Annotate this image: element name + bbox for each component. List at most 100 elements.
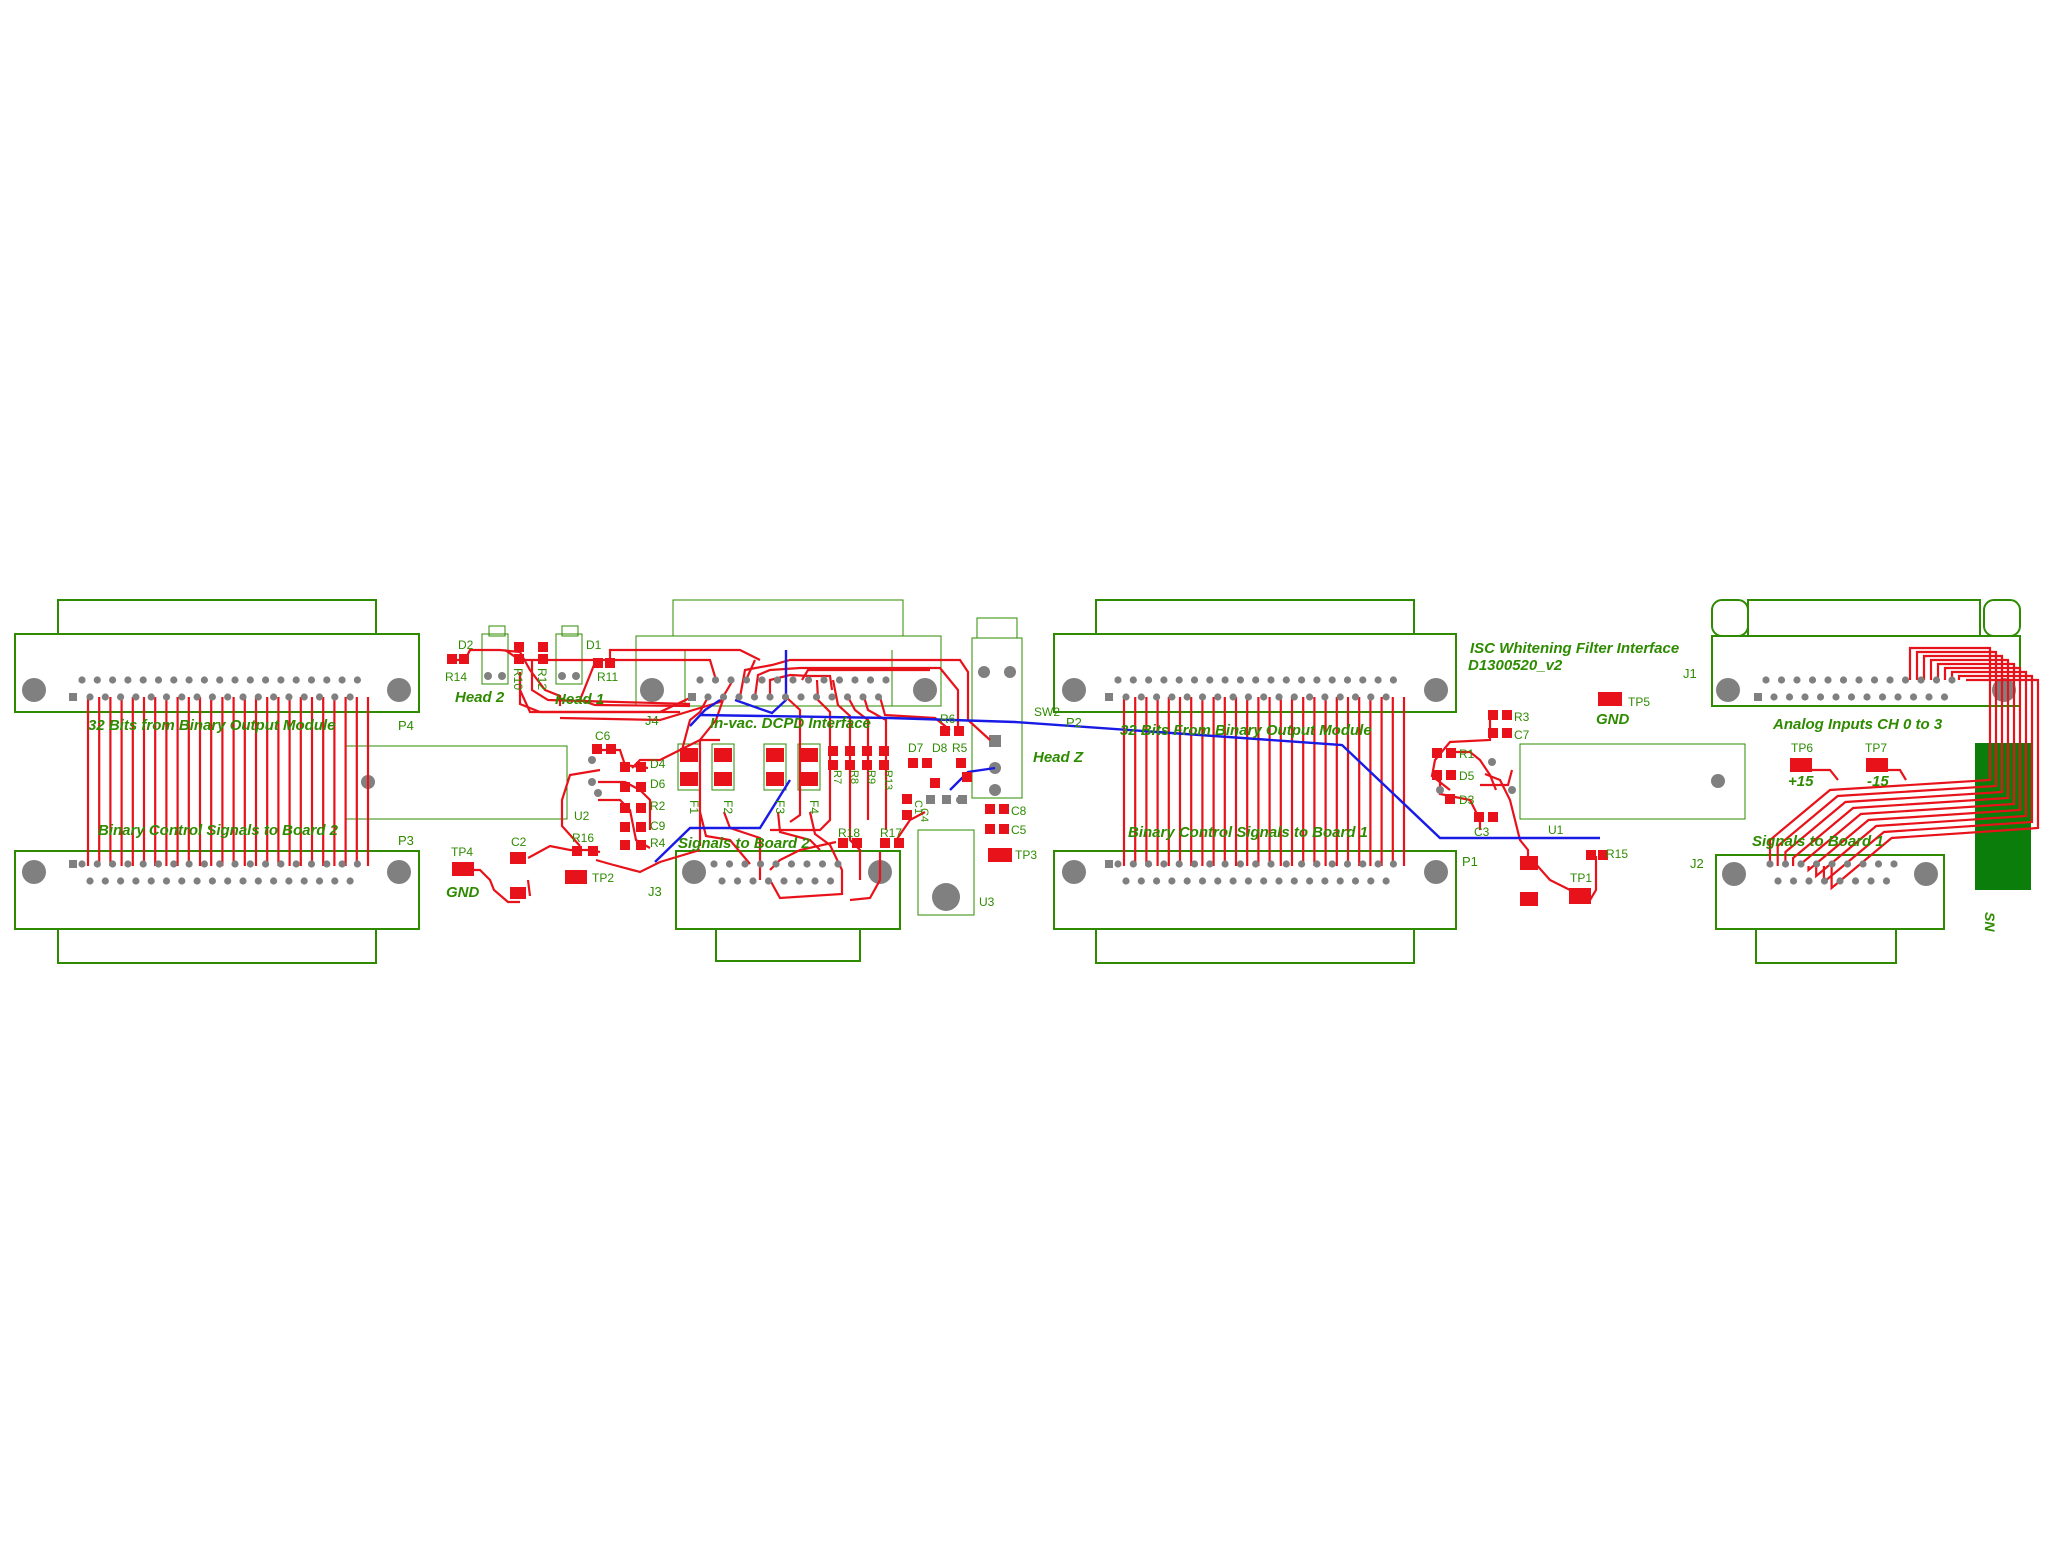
j3-pin [710,860,718,868]
p1-pin [1168,877,1176,885]
p2-pin [1282,676,1290,684]
fuse-pad [680,748,698,762]
tp6-pad [1790,758,1812,772]
p4-caption: 32 Bits from Binary Output Module [88,717,336,734]
via [594,789,602,797]
j2-pin [1812,860,1821,868]
p2-pin [1137,693,1145,701]
sn-label: SN [1982,912,1998,932]
r5-label: R5 [952,741,968,755]
j3-pin [741,860,749,868]
p1-pin [1306,877,1314,885]
r1-label: R1 [1459,747,1475,761]
j4-pin [835,676,844,684]
p1-pin [1244,877,1252,885]
p4-pin [93,676,101,684]
p4-pin [224,693,232,701]
p3-pin [285,877,293,885]
p3-pin [239,877,247,885]
fuse-block [677,743,821,791]
signal-trace [738,658,991,741]
p2-caption: 32 Bits From Binary Output Module [1120,722,1372,739]
p4-pin [117,693,125,701]
p1-pin [1190,860,1199,868]
j4-pin [711,676,720,684]
signal-trace [831,679,862,880]
head-trace [608,648,761,661]
p1-pin [1359,860,1367,868]
j2-pin [1882,877,1891,885]
p4-pin [254,693,262,701]
r4-label: R4 [650,836,666,850]
board-title: ISC Whitening Filter Interface [1470,640,1679,657]
p2-pin [1183,693,1191,701]
j4-pin [859,693,867,701]
j4-pin [843,693,852,701]
c3-pad [1488,812,1498,822]
connector-j3 [675,850,901,962]
r4-pad [636,840,646,850]
r6-pad [954,726,964,736]
r12-pad [538,642,548,652]
c9-pad [620,822,630,832]
p1-pin [1313,860,1321,868]
r10-pad [514,642,524,652]
j4-pin [812,693,821,701]
head-trace [578,659,691,708]
head-z-label: Head Z [1033,749,1084,766]
via [1488,758,1496,766]
d6-pad [620,782,630,792]
j2-pin [1774,877,1782,885]
signal-trace [753,666,960,730]
p4-pin [200,676,208,684]
r4-pad [620,840,630,850]
p3-pin [93,860,101,868]
j1-pin [1863,693,1871,701]
p4-pin [178,693,186,701]
signal-trace [768,673,834,697]
j2-pin [1843,860,1852,868]
j4-pin [742,676,751,684]
r11-pad [593,658,603,668]
j1-pin [1932,676,1941,684]
p1-caption: Binary Control Signals to Board 1 [1128,824,1368,841]
p4-pin [139,676,147,684]
j4-caption: In-vac. DCPD Interface [710,715,871,732]
r10-label: R10 [511,668,525,690]
p2-pin [1122,693,1130,701]
p3-pin [208,877,216,885]
resistor-pad [845,746,855,756]
j2-pin [1820,877,1829,885]
p2-pin [1206,676,1214,684]
p1-pin [1260,877,1268,885]
fuse-pad [680,772,698,786]
tp6-label: TP6 [1791,741,1813,755]
signal-trace [559,679,734,722]
connector-p2 [1053,599,1457,713]
tp5-label: TP5 [1628,695,1650,709]
connector-pins [69,676,1956,885]
p1-pin [1328,860,1336,868]
j1-pin [1839,676,1848,684]
p2-pin [1351,693,1360,701]
p2-pin [1160,676,1168,684]
r18-pad [852,838,862,848]
j1-pin [1847,693,1856,701]
p1-pin [1114,860,1122,868]
r15-label: R15 [1606,847,1628,861]
j1-pin [1855,676,1863,684]
gnd-label-right: GND [1596,711,1630,728]
j1-pin [1801,693,1809,701]
j4-pin [773,676,782,684]
c1-pad [902,794,912,804]
p1-pin [1236,860,1244,868]
r17-pad [880,838,890,848]
p1-pin [1122,877,1130,885]
j3-pin [756,860,765,868]
r1-pad [1446,748,1456,758]
p1-pin [1374,860,1382,868]
c7-pad [1488,728,1498,738]
j1-designator: J1 [1683,666,1697,681]
u2-trace [526,879,532,897]
fuse-pad [766,772,784,786]
